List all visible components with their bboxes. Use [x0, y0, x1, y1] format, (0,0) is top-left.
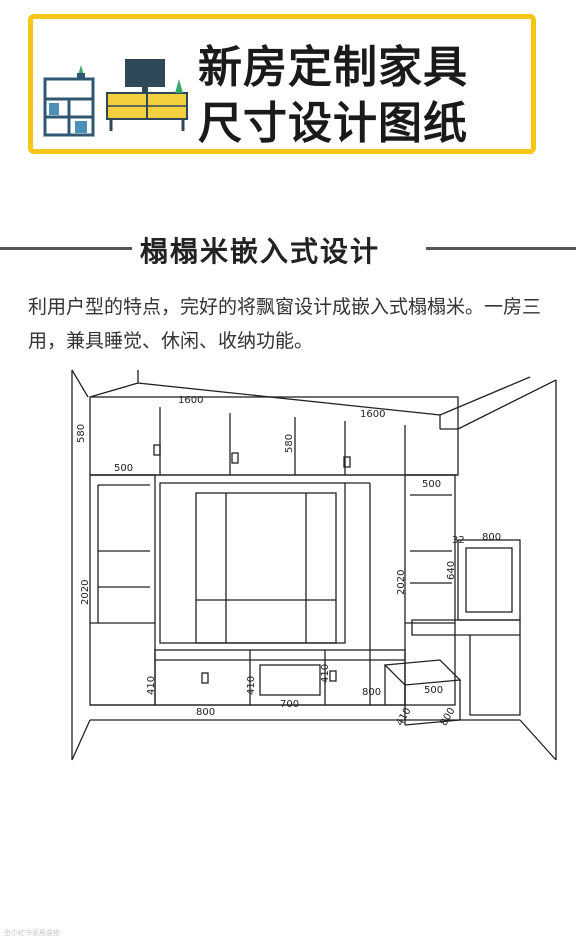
section-header: 榻榻米嵌入式设计: [0, 228, 576, 268]
dim-tall-height-right: 2020: [396, 570, 407, 595]
section-heading: 榻榻米嵌入式设计: [140, 235, 381, 268]
dim-bed-width-left: 800: [196, 707, 215, 718]
section-description: 利用户型的特点，完好的将飘窗设计成嵌入式榻榻米。一房三用，兼具睡觉、休闲、收纳功…: [28, 296, 542, 352]
dim-stool-depth: 800: [439, 706, 458, 728]
dim-bed-width-right: 800: [362, 687, 381, 698]
watermark: 由小红书家居装修: [4, 929, 60, 937]
dim-top-width-right: 1600: [360, 409, 385, 420]
dim-stool-width: 500: [424, 685, 443, 696]
dim-mirror-offset: 32: [452, 535, 465, 546]
tatami-furniture-drawing: 1600 1600 580 580 500 500 2020 2020 800 …: [71, 369, 557, 761]
furniture-illustration-icon: [43, 59, 188, 137]
banner-title-line-1: 新房定制家具: [198, 42, 468, 93]
banner-title-line-2: 尺寸设计图纸: [198, 98, 468, 149]
dim-upper-cabinet-height-mid: 580: [284, 434, 295, 453]
dim-top-width-left: 1600: [178, 395, 203, 406]
dim-tall-height-left: 2020: [80, 580, 91, 605]
dim-bed-height-right: 410: [320, 664, 331, 683]
header-divider-right: [426, 247, 576, 250]
dim-mirror-width: 800: [482, 532, 501, 543]
header-divider-left: [0, 247, 132, 250]
dim-mirror-height: 640: [446, 561, 457, 580]
dim-bed-width-mid: 700: [280, 699, 299, 710]
dim-bed-height-left: 410: [146, 676, 157, 695]
dim-side-depth-left: 500: [114, 463, 133, 474]
title-banner: 新房定制家具 尺寸设计图纸: [28, 14, 536, 154]
dim-side-depth-right: 500: [422, 479, 441, 490]
dim-upper-cabinet-height: 580: [76, 424, 87, 443]
dim-bed-height-mid: 410: [246, 676, 257, 695]
